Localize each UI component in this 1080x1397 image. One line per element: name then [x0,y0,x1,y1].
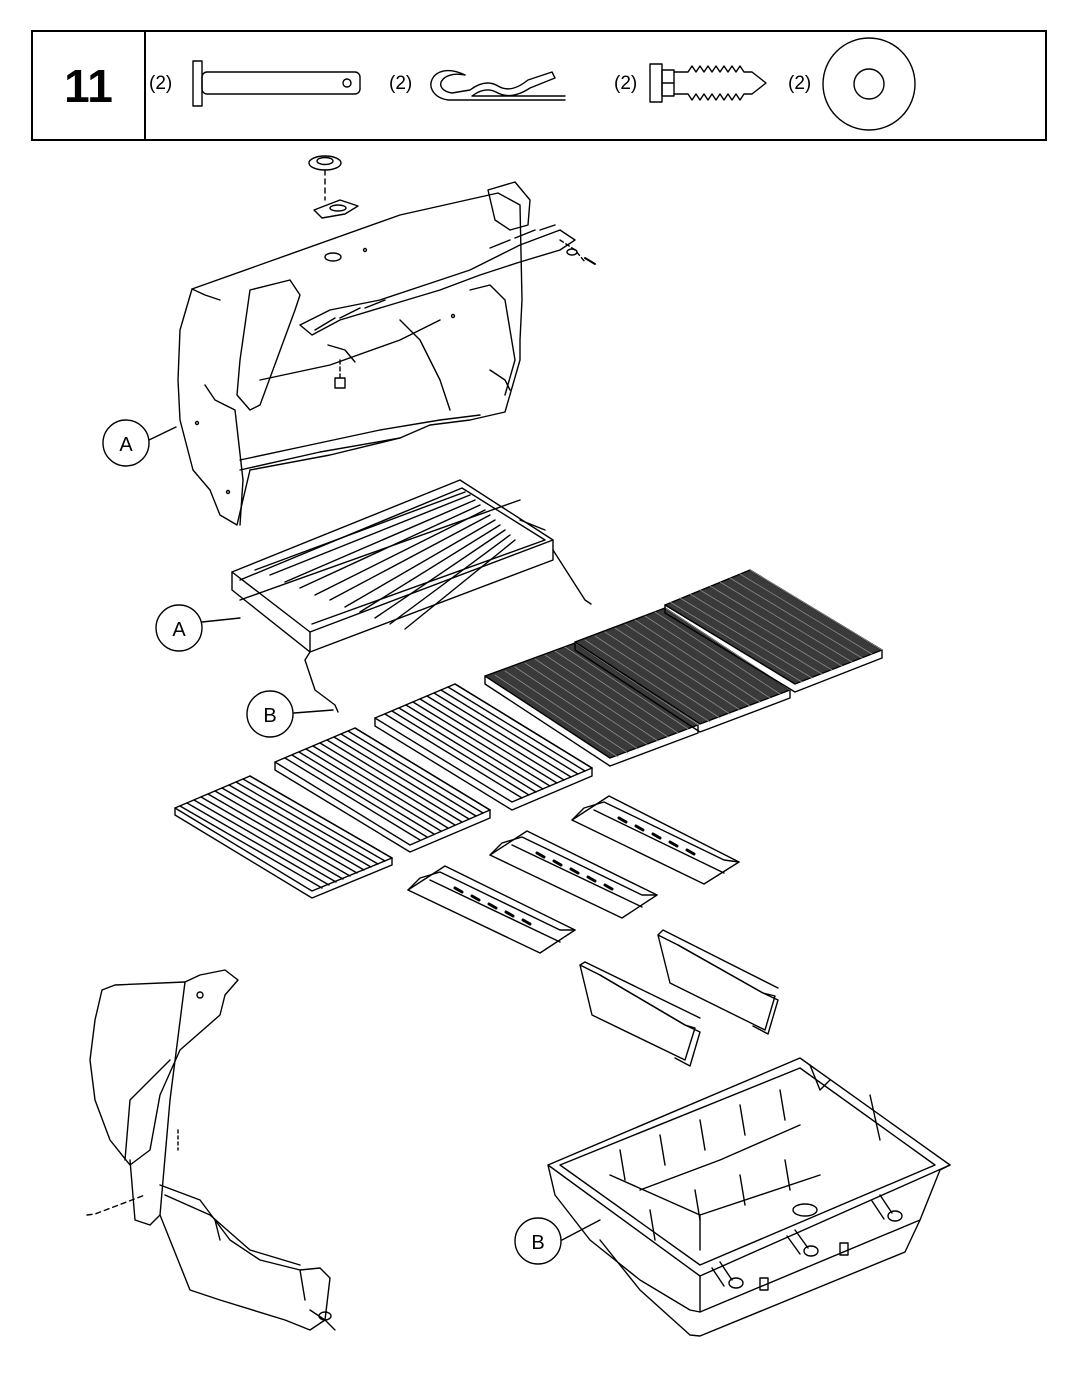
cookbox-side [86,969,336,1331]
flavorizer-bar [571,795,740,885]
washer-quantity: (2) [788,73,812,94]
callout-a-lid: A [102,419,150,467]
callout-b-rack: B [246,690,294,738]
cooking-grate-wire [374,683,593,811]
step-number: 11 [64,59,113,112]
heat-deflector [657,929,779,1035]
screw-quantity: (2) [614,73,638,94]
grill-lid [177,155,596,526]
callout-a-rack: A [155,604,203,652]
clip-quantity: (2) [389,73,413,94]
washer-icon [822,37,916,131]
hair-pin-clip-icon [430,69,566,101]
heat-deflector [579,961,701,1067]
flavorizer-bar [489,830,658,919]
cooking-grate-cast [574,607,791,733]
cooking-grate-wire [274,727,491,853]
callout-b-label: B [531,1232,544,1254]
step-number-cell: 11 [33,32,146,139]
cookbox [547,1057,951,1337]
pin-quantity: (2) [149,73,173,94]
cooking-grate-wire [174,775,393,899]
screw-icon [649,63,767,103]
flavorizer-bar [407,865,576,954]
clevis-pin-icon [192,60,361,107]
step-header: 11 (2) (2) (2) (2) [31,30,1047,141]
callout-a-label: A [172,619,186,641]
callout-a-label: A [119,434,133,456]
callout-b-cookbox: B [514,1217,562,1265]
warming-rack [231,479,592,713]
cooking-grate-cast [664,569,883,693]
callout-b-label: B [263,705,276,727]
